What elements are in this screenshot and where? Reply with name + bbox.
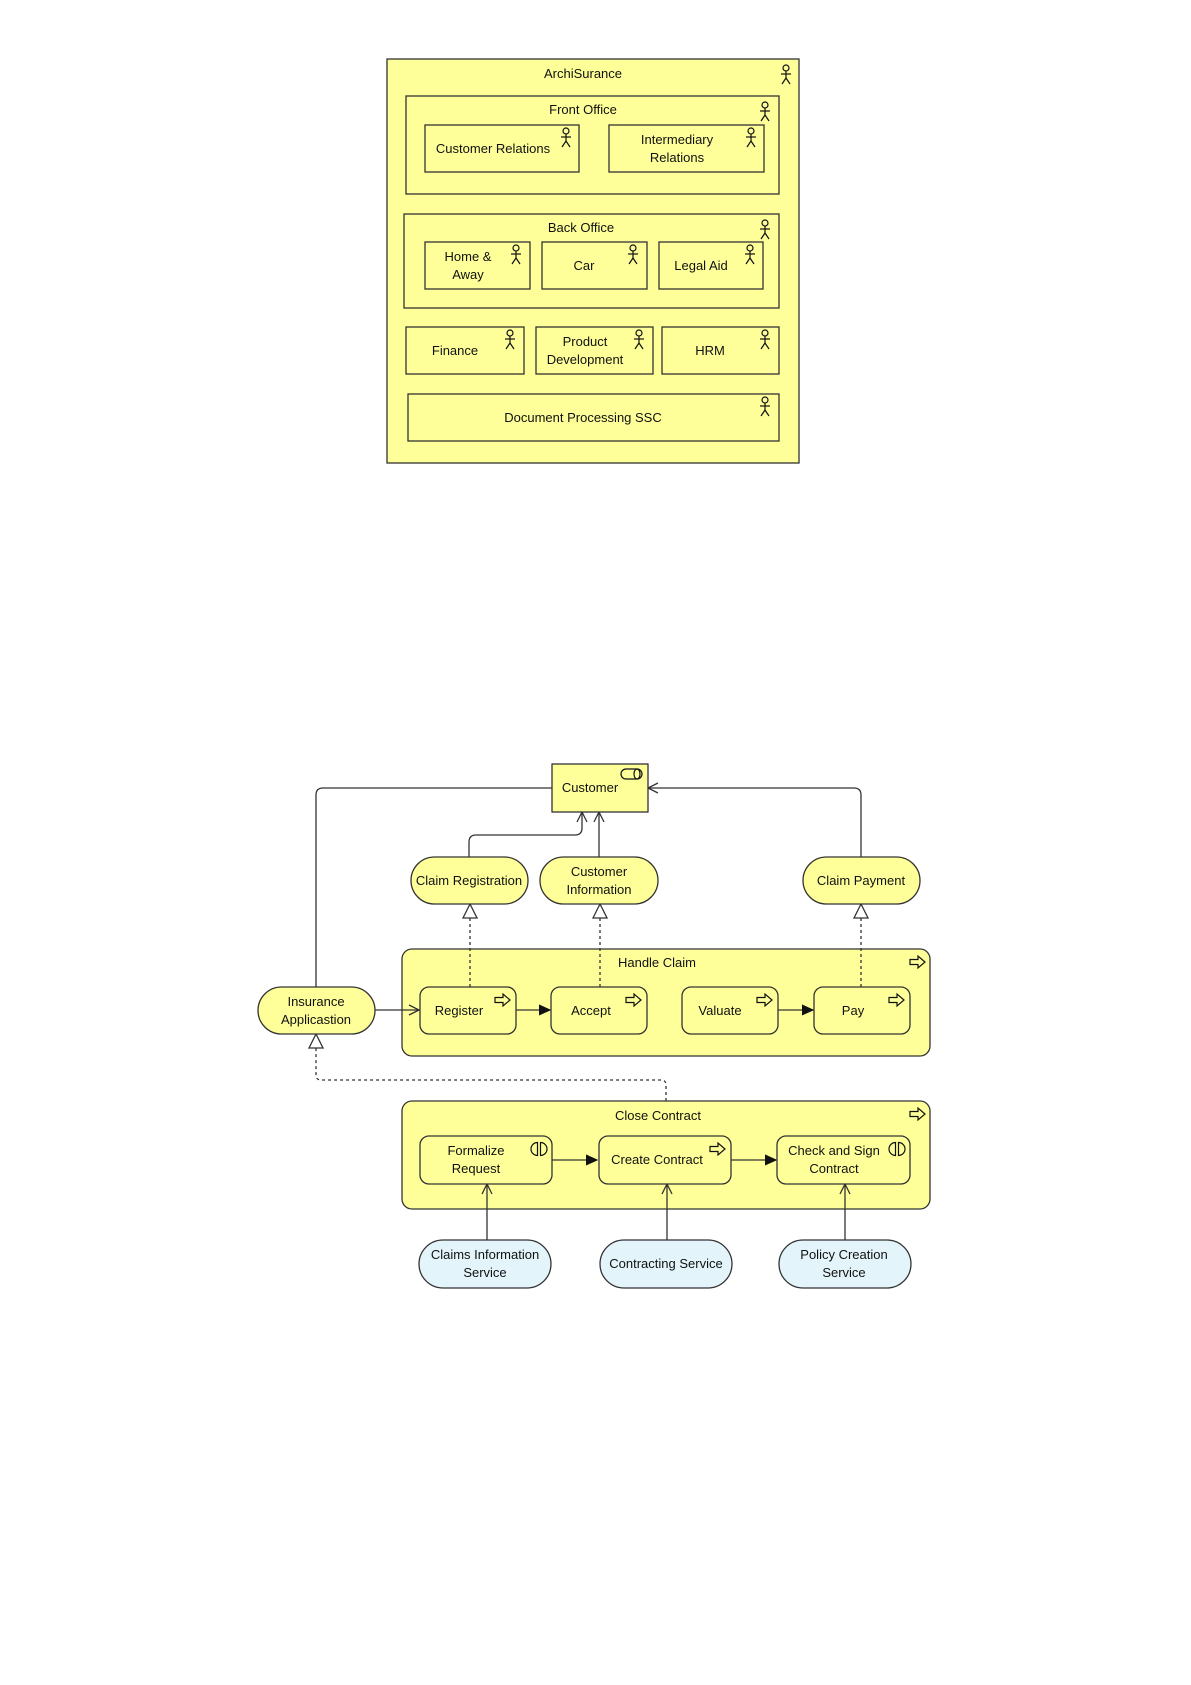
realization-edge: [316, 1034, 667, 1101]
home-away-label-1: Home &: [445, 249, 492, 264]
check-and-sign-label-1: Check and Sign: [788, 1143, 880, 1158]
create-contract-box: [598, 1135, 732, 1185]
hrm-box: [661, 326, 780, 375]
claims-information-service-label-2: Service: [463, 1265, 506, 1280]
policy-creation-service-node: Policy Creation Service: [778, 1239, 912, 1289]
claims-information-service-label-1: Claims Information: [431, 1247, 539, 1262]
product-development-label-2: Development: [547, 352, 624, 367]
archisurance-label: ArchiSurance: [544, 66, 622, 81]
back-office-group: Back Office Home & Away Car Legal Aid: [403, 213, 780, 309]
check-and-sign-node: Check and Sign Contract: [776, 1135, 911, 1185]
pay-box: [813, 986, 911, 1035]
home-away-box: [424, 241, 531, 290]
handle-claim-box: [401, 948, 931, 1057]
claim-registration-node: Claim Registration: [410, 856, 529, 905]
policy-creation-service-label-2: Service: [822, 1265, 865, 1280]
insurance-application-shape: [257, 986, 376, 1035]
connectors: [316, 788, 861, 1240]
pay-node: Pay: [813, 986, 911, 1035]
claim-payment-node: Claim Payment: [802, 856, 921, 905]
customer-relations-box: [424, 124, 580, 173]
car-label: Car: [574, 258, 596, 273]
valuate-label: Valuate: [698, 1003, 741, 1018]
customer-relations-label: Customer Relations: [436, 141, 551, 156]
front-office-group: Front Office Customer Relations Intermed…: [405, 95, 780, 195]
create-contract-node: Create Contract: [598, 1135, 732, 1185]
finance-box: [405, 326, 525, 375]
intermediary-relations-box: [608, 124, 765, 173]
policy-creation-service-shape: [778, 1239, 912, 1289]
intermediary-relations-label-2: Relations: [650, 150, 705, 165]
claim-payment-label: Claim Payment: [817, 873, 906, 888]
customer-box: [551, 763, 649, 813]
customer-information-shape: [539, 856, 659, 905]
hrm-label: HRM: [695, 343, 725, 358]
legal-aid-box: [658, 241, 764, 290]
accept-label: Accept: [571, 1003, 611, 1018]
product-development-label-1: Product: [563, 334, 608, 349]
claims-information-service-node: Claims Information Service: [418, 1239, 552, 1289]
document-processing-label: Document Processing SSC: [504, 410, 662, 425]
intermediary-relations-label-1: Intermediary: [641, 132, 714, 147]
check-and-sign-label-2: Contract: [809, 1161, 859, 1176]
home-away-label-2: Away: [452, 267, 484, 282]
check-and-sign-box: [776, 1135, 911, 1185]
close-contract-label: Close Contract: [615, 1108, 701, 1123]
formalize-request-label-2: Request: [452, 1161, 501, 1176]
handle-claim-label: Handle Claim: [618, 955, 696, 970]
serving-edge: [468, 812, 582, 857]
contracting-service-label: Contracting Service: [609, 1256, 722, 1271]
front-office-label: Front Office: [549, 102, 617, 117]
register-node: Register: [419, 986, 517, 1035]
serving-edge: [315, 788, 567, 987]
serving-edge: [648, 788, 862, 857]
document-processing-box: [407, 393, 780, 442]
departments-row: Finance Product Development HRM Document…: [405, 326, 780, 442]
customer-label: Customer: [562, 780, 619, 795]
role-icon: [620, 768, 643, 780]
formalize-request-box: [419, 1135, 553, 1185]
customer-node: Customer: [551, 763, 649, 813]
customer-information-label-2: Information: [566, 882, 631, 897]
customer-information-label-1: Customer: [571, 864, 628, 879]
insurance-application-label-1: Insurance: [287, 994, 344, 1009]
valuate-node: Valuate: [681, 986, 779, 1035]
car-box: [541, 241, 648, 290]
customer-information-node: Customer Information: [539, 856, 659, 905]
claim-payment-shape: [802, 856, 921, 905]
legal-aid-label: Legal Aid: [674, 258, 728, 273]
insurance-application-label-2: Applicastion: [281, 1012, 351, 1027]
contracting-service-shape: [599, 1239, 733, 1289]
valuate-box: [681, 986, 779, 1035]
product-development-box: [535, 326, 654, 375]
formalize-request-label-1: Formalize: [447, 1143, 504, 1158]
insurance-application-node: Insurance Applicastion: [257, 986, 376, 1035]
register-box: [419, 986, 517, 1035]
finance-label: Finance: [432, 343, 478, 358]
claim-registration-label: Claim Registration: [416, 873, 522, 888]
accept-node: Accept: [550, 986, 648, 1035]
claims-information-service-shape: [418, 1239, 552, 1289]
handle-claim-group: Handle Claim: [401, 948, 931, 1057]
claim-registration-shape: [410, 856, 529, 905]
contracting-service-node: Contracting Service: [599, 1239, 733, 1289]
create-contract-label: Create Contract: [611, 1152, 703, 1167]
register-label: Register: [435, 1003, 484, 1018]
formalize-request-node: Formalize Request: [419, 1135, 553, 1185]
pay-label: Pay: [842, 1003, 865, 1018]
accept-box: [550, 986, 648, 1035]
back-office-label: Back Office: [548, 220, 614, 235]
policy-creation-service-label-1: Policy Creation: [800, 1247, 887, 1262]
